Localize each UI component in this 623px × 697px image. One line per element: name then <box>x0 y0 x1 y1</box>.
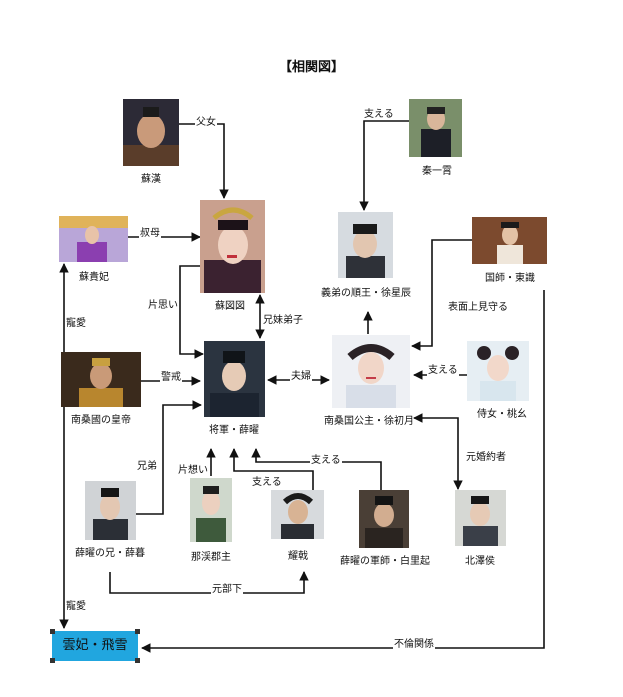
label-serve-yaoji: 支える <box>251 473 283 488</box>
label-subordinate: 元部下 <box>211 580 243 595</box>
edge-front-protect <box>411 239 472 351</box>
label-married: 夫婦 <box>290 367 312 382</box>
edge-affair <box>141 290 545 653</box>
caption-su-guifei: 蘇貴妃 <box>79 272 109 283</box>
photo-xu-xingchen <box>338 212 393 278</box>
caption-bailiqi: 薛曜の軍師・白里起 <box>340 556 430 567</box>
caption-beizehou: 北澤侯 <box>465 556 495 567</box>
edge-subordinate <box>109 571 309 594</box>
label-oneside-tutu: 片思い <box>147 296 179 311</box>
photo-bailiqi <box>359 490 409 548</box>
label-fatherdaughter: 父女 <box>195 113 217 128</box>
label-favored-top: 寵愛 <box>65 314 87 329</box>
photo-taoxuan <box>467 341 529 401</box>
photo-emperor <box>61 352 141 407</box>
photo-su-tutu <box>200 200 265 293</box>
caption-qin-yixiao: 秦一霄 <box>422 166 452 177</box>
edge-serve-yaoji <box>229 448 314 490</box>
caption-xue-yao: 将軍・薛曜 <box>209 425 259 436</box>
label-front-protect: 表面上見守る <box>447 298 509 313</box>
photo-qin-yixiao <box>409 99 462 157</box>
caption-yaoji: 耀戟 <box>288 551 308 562</box>
caption-su-tutu: 蘇図図 <box>215 301 245 312</box>
label-siblings: 兄妹弟子 <box>262 311 304 326</box>
yunfei-box-corner <box>135 629 140 634</box>
caption-naxi: 那渓郡主 <box>191 552 231 563</box>
label-affair: 不倫関係 <box>393 635 435 650</box>
photo-xu-chuyue <box>332 335 410 408</box>
label-brother: 兄弟 <box>136 457 158 472</box>
label-oneside-naxi: 片想い <box>177 461 209 476</box>
yunfei-box-corner <box>135 658 140 663</box>
photo-xue-mu <box>85 481 136 540</box>
edge-serve-qin <box>359 120 409 211</box>
label-serve-tao: 支える <box>427 361 459 376</box>
yunfei-box: 雲妃・飛雪 <box>52 631 138 661</box>
yunfei-box-corner <box>50 629 55 634</box>
caption-xu-xingchen: 義弟の順王・徐星辰 <box>321 288 411 299</box>
photo-su-han <box>123 99 179 166</box>
edge-brother <box>136 400 202 515</box>
edge-oneside-tutu <box>179 265 204 359</box>
photo-beizehou <box>455 490 506 546</box>
caption-xue-mu: 薛曜の兄・薛暮 <box>75 548 145 559</box>
label-serve-baili: 支える <box>310 451 342 466</box>
caption-taoxuan: 侍女・桃幺 <box>477 409 527 420</box>
photo-yaoji <box>271 490 324 539</box>
label-fiance: 元婚約者 <box>465 448 507 463</box>
caption-xu-chuyue: 南桑国公主・徐初月 <box>324 416 414 427</box>
label-serve-qin: 支える <box>363 105 395 120</box>
caption-emperor: 南桑國の皇帝 <box>71 415 131 426</box>
edge-fatherdaughter <box>179 123 229 199</box>
yunfei-box-corner <box>50 658 55 663</box>
label-caution: 警戒 <box>160 368 182 383</box>
photo-guoshi-dongshi <box>472 217 547 264</box>
diagram-title: 【相関図】 <box>278 60 344 75</box>
edge-fiance <box>413 413 463 490</box>
caption-guoshi-dongshi: 国師・東識 <box>485 273 535 284</box>
photo-xue-yao <box>204 341 265 417</box>
caption-su-han: 蘇漢 <box>141 174 161 185</box>
label-favored-bottom: 寵愛 <box>65 597 87 612</box>
photo-su-guifei <box>59 216 128 262</box>
photo-naxi <box>190 478 232 542</box>
label-aunt: 叔母 <box>139 224 161 239</box>
